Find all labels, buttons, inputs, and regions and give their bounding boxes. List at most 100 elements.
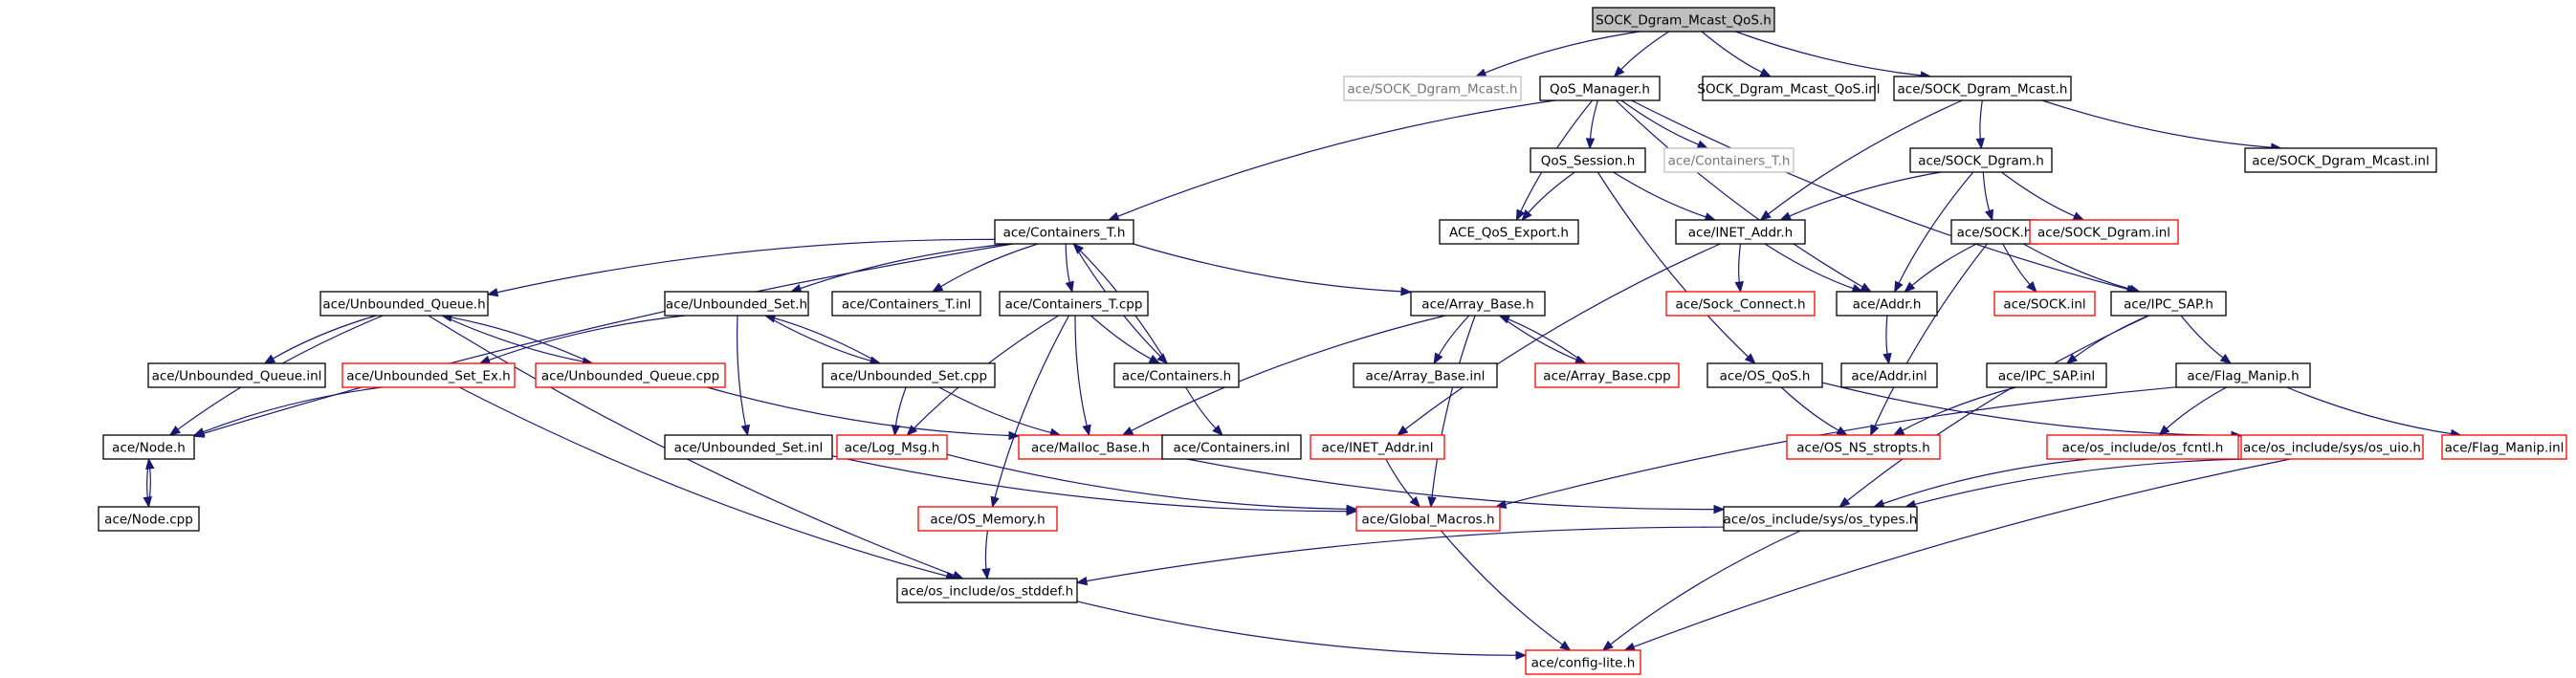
arrowhead-ipc_sap_h-to-ipc_sap_inl [2065,353,2078,364]
arrowhead-os_stddef_h-to-config_lite_h [1515,650,1528,661]
edge-node_cpp-to-node_h [147,467,151,508]
node-ubs-cpp[interactable]: ace/Unbounded_Set.cpp [822,362,996,388]
node-box [1663,147,1794,173]
arrowhead-qos_session-to-ace_qos_export [1521,208,1532,222]
node-flag-manip-h[interactable]: ace/Flag_Manip.h [2175,362,2311,388]
node-box [994,219,1134,245]
node-sdm-h-gray: ace/SOCK_Dgram_Mcast.h [1343,76,1522,101]
edge-qos_manager-to-containers_t [1116,99,1555,218]
node-containers-h[interactable]: ace/Containers.h [1113,362,1240,388]
edge-inet_addr_inl-to-global_macros_h [1385,458,1415,501]
edge-ipc_sap_inl-to-os_ns_stropts_h [1901,386,2016,432]
node-os-ns-stropts-h[interactable]: ace/OS_NS_stropts.h [1786,434,1941,460]
arrowhead-containers_t-to-containers_t_inl [931,282,944,293]
node-sdmq-inl[interactable]: SOCK_Dgram_Mcast_QoS.inl [1697,76,1881,101]
node-qos-session[interactable]: QoS_Session.h [1530,147,1646,173]
node-ubq-inl[interactable]: ace/Unbounded_Queue.inl [147,362,326,388]
arrowhead-ubs_h-to-ubs_inl [740,424,751,437]
edge-global_macros_h-to-config_lite_h [1441,530,1564,646]
node-ubq-cpp[interactable]: ace/Unbounded_Queue.cpp [535,362,726,388]
node-ubs-inl[interactable]: ace/Unbounded_Set.inl [664,434,833,460]
node-os-stddef-h[interactable]: ace/os_include/os_stddef.h [896,578,1078,603]
node-box [1675,219,1806,245]
node-label: ace/Addr.h [1853,297,1922,313]
node-array-base-cpp[interactable]: ace/Array_Base.cpp [1534,362,1680,388]
node-sock-dgram-h[interactable]: ace/SOCK_Dgram.h [1909,147,2053,173]
node-global-macros-h[interactable]: ace/Global_Macros.h [1355,506,1501,532]
node-containers-inl[interactable]: ace/Containers.inl [1161,434,1302,460]
arrowhead-sdm_h-to-inet_addr_h [1759,209,1772,221]
node-ace-qos-export[interactable]: ACE_QoS_Export.h [1439,219,1579,245]
edge-addr_h-to-addr_inl [1885,315,1888,356]
node-sock-dgram-inl[interactable]: ace/SOCK_Dgram.inl [2029,219,2179,245]
edge-os_types_h-to-os_stddef_h [1085,526,1725,582]
node-node-h[interactable]: ace/Node.h [102,434,195,460]
node-config-lite-h[interactable]: ace/config-lite.h [1525,649,1641,675]
edge-containers_t-to-ubs_h [799,243,1010,290]
node-containers-t-cpp[interactable]: ace/Containers_T.cpp [999,291,1149,317]
node-qos-manager[interactable]: QoS_Manager.h [1539,76,1661,101]
node-array-base-inl[interactable]: ace/Array_Base.inl [1353,362,1498,388]
edge-containers_t-to-containers_t_cpp [1065,243,1071,284]
node-label: ace/Flag_Manip.inl [2445,441,2565,456]
edge-containers_t_cpp-to-malloc_base_h [1074,315,1088,427]
node-label: ace/Array_Base.h [1421,297,1533,313]
node-containers-t-inl[interactable]: ace/Containers_T.inl [831,291,981,317]
node-box [999,291,1149,317]
node-os-memory-h[interactable]: ace/OS_Memory.h [917,506,1058,532]
node-sock-h[interactable]: ace/SOCK.h [1950,219,2038,245]
node-ubs-h[interactable]: ace/Unbounded_Set.h [664,291,809,317]
node-sdm-inl[interactable]: ace/SOCK_Dgram_Mcast.inl [2244,147,2437,173]
node-sock-connect-h[interactable]: ace/Sock_Connect.h [1665,291,1816,317]
arrowhead-containers_h-to-containers_t [1072,243,1085,254]
edge-containers_t-to-ubq_h [495,238,996,294]
node-box [1343,76,1522,101]
node-box [1310,434,1445,460]
node-sock-inl[interactable]: ace/SOCK.inl [1993,291,2096,317]
node-ipc-sap-h[interactable]: ace/IPC_SAP.h [2110,291,2227,317]
node-malloc-base-h[interactable]: ace/Malloc_Base.h [1018,434,1163,460]
node-label: ace/Unbounded_Queue.inl [152,369,322,384]
edge-array_base_h-to-array_base_inl [1438,315,1470,357]
arrowhead-malloc_base_h-to-os_types_h [1713,504,1726,514]
node-ubq-h[interactable]: ace/Unbounded_Queue.h [319,291,489,317]
node-ubs-ex-h[interactable]: ace/Unbounded_Set_Ex.h [341,362,516,388]
node-sdm-h[interactable]: ace/SOCK_Dgram_Mcast.h [1893,76,2072,101]
node-addr-inl[interactable]: ace/Addr.inl [1840,362,1938,388]
node-label: ace/Node.h [112,441,186,456]
node-inet-addr-inl[interactable]: ace/INET_Addr.inl [1310,434,1445,460]
node-os-types-h[interactable]: ace/os_include/sys/os_types.h [1723,506,1918,532]
node-os-uio-h[interactable]: ace/os_include/sys/os_uio.h [2240,434,2424,460]
arrowhead-addr_h-to-addr_inl [1882,352,1892,365]
node-containers-t[interactable]: ace/Containers_T.h [994,219,1134,245]
node-label: ace/Unbounded_Set.h [666,297,807,313]
node-ipc-sap-inl[interactable]: ace/IPC_SAP.inl [1986,362,2107,388]
node-label: ace/Flag_Manip.h [2187,369,2299,384]
arrowhead-containers_h-to-containers_inl [1212,425,1223,436]
edge-ubs_h-to-ubs_inl [737,315,747,427]
arrowhead-ipc_sap_h-to-os_types_h [1838,496,1851,508]
arrowhead-os_types_h-to-os_stddef_h [1075,576,1089,586]
node-log-msg-h[interactable]: ace/Log_Msg.h [836,434,948,460]
node-box [2441,434,2567,460]
node-label: ace/os_include/sys/os_uio.h [2243,441,2421,456]
edge-array_base_cpp-to-array_base_h [1507,317,1586,364]
node-containers-t-gray: ace/Containers_T.h [1663,147,1794,173]
node-array-base-h[interactable]: ace/Array_Base.h [1410,291,1546,317]
arrowhead-qos_manager-to-containers_t_gray [1696,140,1709,149]
node-label: ace/SOCK.h [1957,226,2033,241]
node-root[interactable]: SOCK_Dgram_Mcast_QoS.h [1592,7,1775,33]
node-os-fcntl-h[interactable]: ace/os_include/os_fcntl.h [2046,434,2239,460]
node-label: ace/Containers_T.h [1668,154,1791,169]
edge-containers_t_cpp-to-containers_h [1090,315,1153,361]
node-node-cpp[interactable]: ace/Node.cpp [98,506,200,532]
node-inet-addr-h[interactable]: ace/INET_Addr.h [1675,219,1806,245]
node-box [2029,219,2179,245]
edge-containers_t-to-node_h [202,243,1014,435]
node-box [1525,649,1641,675]
edge-ubq_cpp-to-ubq_h [450,317,593,364]
node-flag-manip-inl[interactable]: ace/Flag_Manip.inl [2441,434,2567,460]
node-os-qos-h[interactable]: ace/OS_QoS.h [1706,362,1823,388]
node-addr-h[interactable]: ace/Addr.h [1836,291,1938,317]
